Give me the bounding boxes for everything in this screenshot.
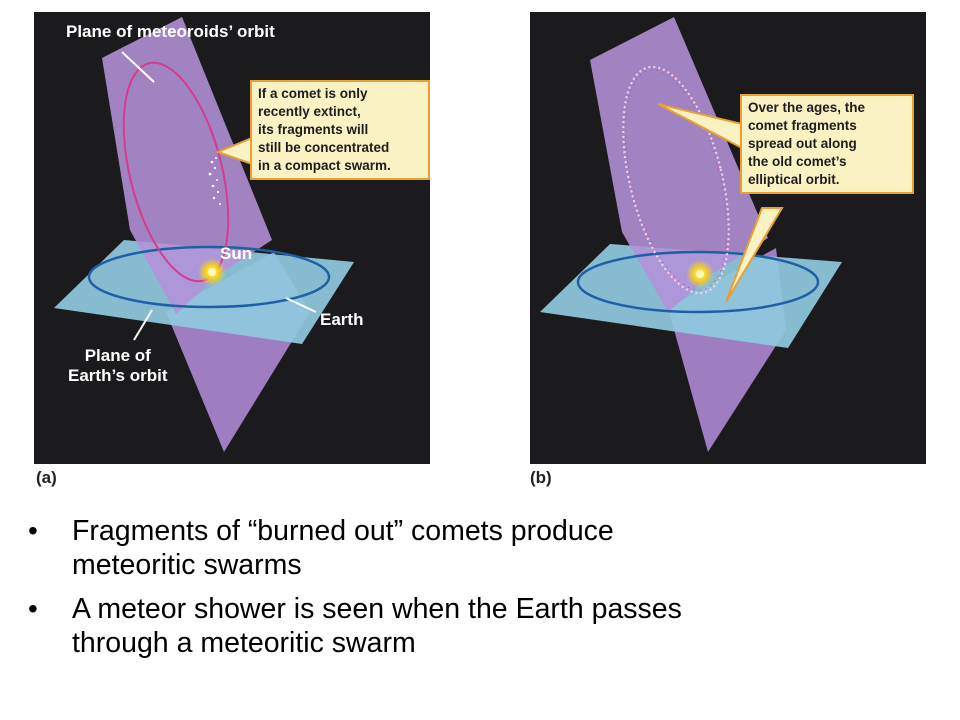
callout-a-line: in a compact swarm.	[258, 158, 391, 173]
earth-label: Earth	[320, 310, 364, 329]
comet-orbit-dotted	[622, 65, 730, 295]
bullet-text: A meteor shower is seen when the Earth p…	[72, 592, 928, 660]
bullet-line: A meteor shower is seen when the Earth p…	[72, 593, 682, 625]
callout-b-line: Over the ages, the	[748, 100, 866, 115]
panel-b-letter: (b)	[530, 468, 552, 487]
earth-orbit-plane	[54, 240, 354, 344]
callout-b-line: the old comet’s	[748, 154, 847, 169]
bullet-marker: •	[28, 593, 38, 624]
earth-plane-label-line: Plane of	[84, 346, 151, 365]
meteoroid-plane-label: Plane of meteoroids’ orbit	[66, 22, 275, 41]
callout-a: If a comet is only recently extinct, its…	[250, 80, 430, 180]
earth-plane-leader	[133, 309, 153, 341]
callout-a-line: its fragments will	[258, 122, 369, 137]
sun-icon	[696, 270, 704, 278]
bullet-line: through a meteoritic swarm	[72, 627, 416, 659]
sun-icon	[208, 268, 216, 276]
meteoroid-plane-upper	[102, 17, 272, 314]
fragment-swarm	[208, 157, 221, 205]
earth-plane-label-line: Earth’s orbit	[68, 366, 168, 385]
diagram-a	[54, 17, 354, 452]
bullet-text: Fragments of “burned out” comets produce…	[72, 514, 928, 582]
earth-leader	[285, 297, 317, 313]
callout-b-line: spread out along	[748, 136, 857, 151]
bullet-marker: •	[28, 515, 38, 546]
earth-plane-label: Plane of Earth’s orbit	[68, 346, 168, 386]
callout-b-line: comet fragments	[748, 118, 857, 133]
diagram-b	[540, 17, 842, 452]
meteoroid-plane-upper	[590, 17, 768, 312]
earth-orbit	[576, 250, 820, 314]
earth-orbit-plane	[540, 244, 842, 348]
bullet-list: • Fragments of “burned out” comets produ…	[28, 514, 928, 670]
callout-a-line: If a comet is only	[258, 86, 368, 101]
callout-b-line: elliptical orbit.	[748, 172, 840, 187]
comet-orbit-dotted-inner	[624, 69, 728, 291]
panel-a: Plane of meteoroids’ orbit If a comet is…	[34, 12, 430, 464]
bullet-item: • Fragments of “burned out” comets produ…	[28, 514, 928, 582]
panel-a-letter: (a)	[36, 468, 57, 487]
sun-label: Sun	[220, 244, 253, 263]
callout-a-line: recently extinct,	[258, 104, 361, 119]
callout-a-line: still be concentrated	[258, 140, 390, 155]
panel-b: Over the ages, the comet fragments sprea…	[530, 12, 926, 464]
bullet-line: Fragments of “burned out” comets produce	[72, 515, 614, 547]
bullet-line: meteoritic swarms	[72, 549, 302, 581]
callout-b: Over the ages, the comet fragments sprea…	[740, 94, 914, 194]
plane-label-leader	[121, 51, 155, 83]
callout-b-pointer-lower	[725, 207, 784, 303]
bullet-item: • A meteor shower is seen when the Earth…	[28, 592, 928, 660]
earth-orbit	[87, 245, 331, 309]
